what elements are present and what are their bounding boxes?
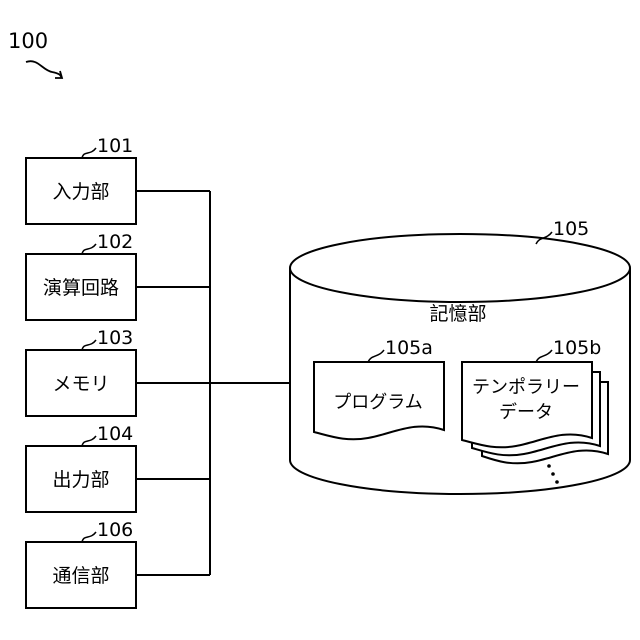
unit-label: 入力部 [52,181,109,203]
unit-label: メモリ [52,373,109,395]
unit-ref-leader [82,340,96,350]
unit-input: 入力部 101 [26,135,136,224]
unit-ref: 104 [97,423,133,445]
unit-label: 出力部 [52,469,109,491]
cylinder-top [290,234,630,302]
program-label: プログラム [333,392,422,413]
unit-ref: 101 [97,135,133,157]
unit-ref: 106 [97,519,133,541]
unit-ref-leader [82,436,96,446]
unit-label: 通信部 [52,565,109,587]
unit-arith: 演算回路 102 [26,231,136,320]
temp-label-line2: データ [499,402,553,423]
unit-ref: 102 [97,231,133,253]
unit-ref-leader [82,532,96,542]
storage-label: 記憶部 [429,303,486,325]
program-ref: 105a [385,337,433,359]
unit-output: 出力部 104 [26,423,136,512]
figure-ref-label: 100 [8,29,48,53]
unit-ref-leader [82,148,96,158]
unit-ref-leader [82,244,96,254]
bus-lines [136,191,290,575]
storage-ref: 105 [553,218,589,240]
temp-label-line1: テンポラリー [472,377,580,398]
unit-memory: メモリ 103 [26,327,136,416]
figure-ref-arrow [26,61,62,78]
unit-ref: 103 [97,327,133,349]
temp-ref: 105b [553,337,601,359]
unit-label: 演算回路 [43,277,119,299]
unit-comm: 通信部 106 [26,519,136,608]
